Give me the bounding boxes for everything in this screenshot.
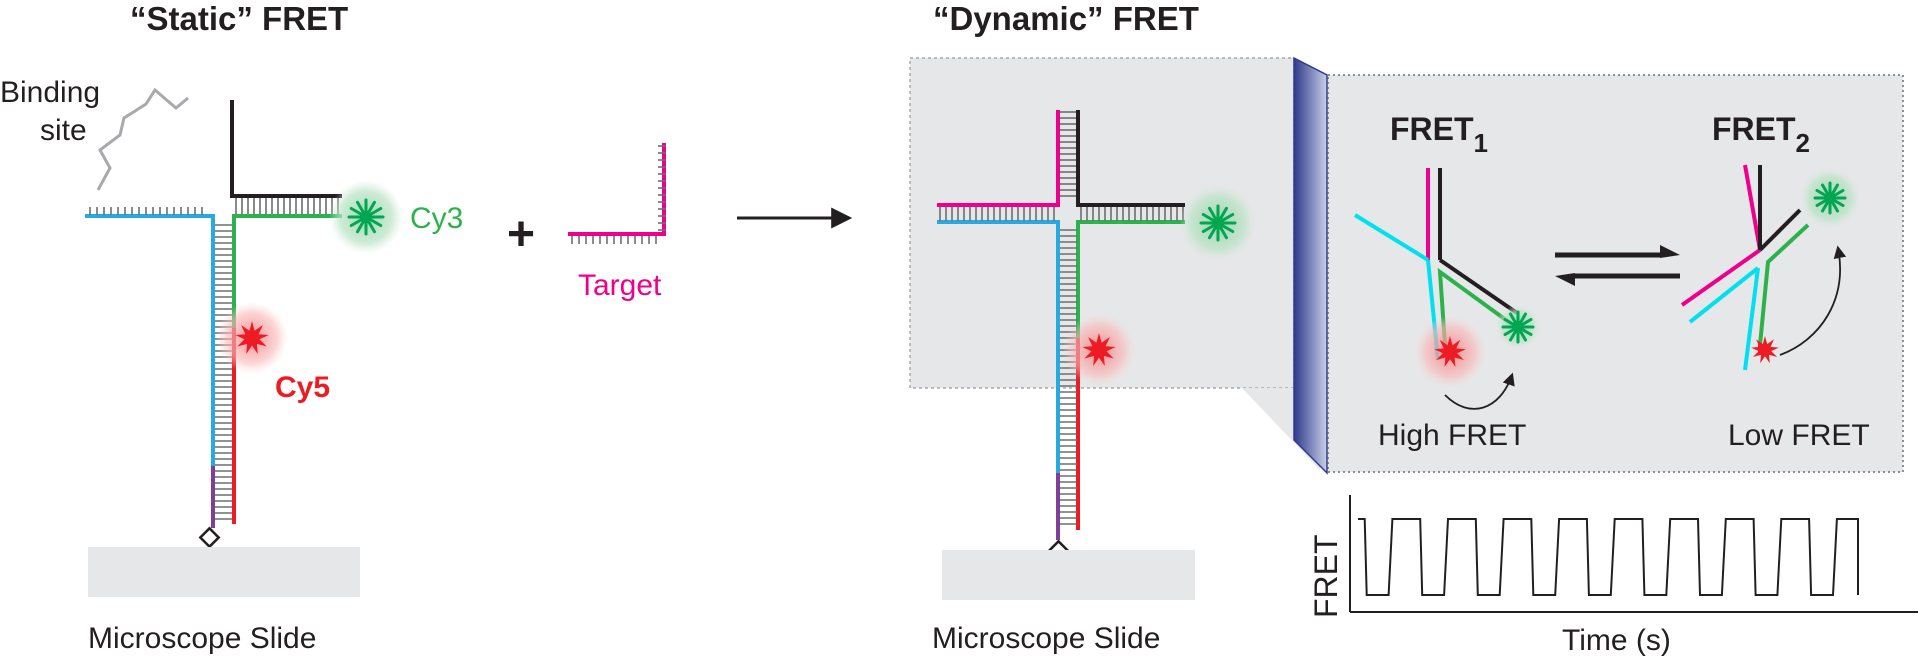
fret2-subscript: 2 [1796, 128, 1810, 158]
biotin-anchor [198, 526, 221, 549]
slide-label-static: Microscope Slide [88, 622, 316, 655]
green-strand [232, 214, 342, 330]
cy3-dye [1199, 204, 1237, 242]
dynamic-title: “Dynamic” FRET [933, 0, 1199, 37]
fret-trace-chart: FRET Time (s) [1308, 495, 1918, 657]
dye-core [360, 211, 372, 223]
static-title: “Static” FRET [130, 0, 348, 37]
black-strand [230, 100, 342, 198]
plus-sign: + [507, 208, 535, 261]
dye-core [1824, 192, 1836, 204]
target-label: Target [578, 269, 662, 302]
dye-shape [235, 321, 269, 354]
cy3-dye [347, 198, 385, 236]
cy5-dye [1751, 336, 1779, 364]
fret2-label: FRET2 [1712, 111, 1810, 158]
cy5-label: Cy5 [275, 371, 330, 404]
cy5-dye [235, 321, 269, 354]
cy3-dye [1813, 181, 1847, 215]
base-pairs [215, 224, 232, 520]
high-fret-label: High FRET [1378, 419, 1526, 452]
cy5-dye [1434, 336, 1466, 367]
base-pairs [235, 198, 339, 214]
static-construct [85, 100, 342, 549]
trace-y-label: FRET [1308, 534, 1344, 618]
low-fret-label: Low FRET [1728, 419, 1870, 452]
binding-site-label-1: Binding [0, 76, 100, 109]
black-strand [1076, 110, 1185, 207]
base-pairs [89, 207, 203, 215]
green-strand [1076, 220, 1185, 340]
cy5-dye [1082, 333, 1116, 366]
dye-shape [1434, 336, 1466, 367]
cy3-label: Cy3 [410, 202, 463, 235]
energy-transfer-arrow [1779, 245, 1847, 356]
target-strand [568, 143, 666, 244]
fret1-label: FRET1 [1390, 111, 1488, 158]
microscope-slide [942, 550, 1195, 600]
cy3-dye [1501, 310, 1535, 344]
energy-transfer-arrow [1444, 372, 1515, 410]
binding-site-label-2: site [40, 114, 87, 147]
dye-shape [1751, 336, 1779, 364]
dye-core [1512, 321, 1524, 333]
fret1-subscript: 1 [1474, 128, 1488, 158]
trace-x-label: Time (s) [1562, 624, 1671, 657]
fret-trace-line [1358, 518, 1859, 596]
state2-construct [1680, 164, 1810, 371]
binding-site-strand [96, 87, 189, 191]
slide-label-dynamic: Microscope Slide [932, 622, 1160, 655]
dye-core [1212, 217, 1224, 229]
equilibrium-arrows [1555, 245, 1680, 286]
magenta-strand [937, 110, 1060, 207]
microscope-slide [88, 547, 360, 597]
dye-shape [1082, 333, 1116, 366]
zoom-prism [1293, 56, 1328, 475]
